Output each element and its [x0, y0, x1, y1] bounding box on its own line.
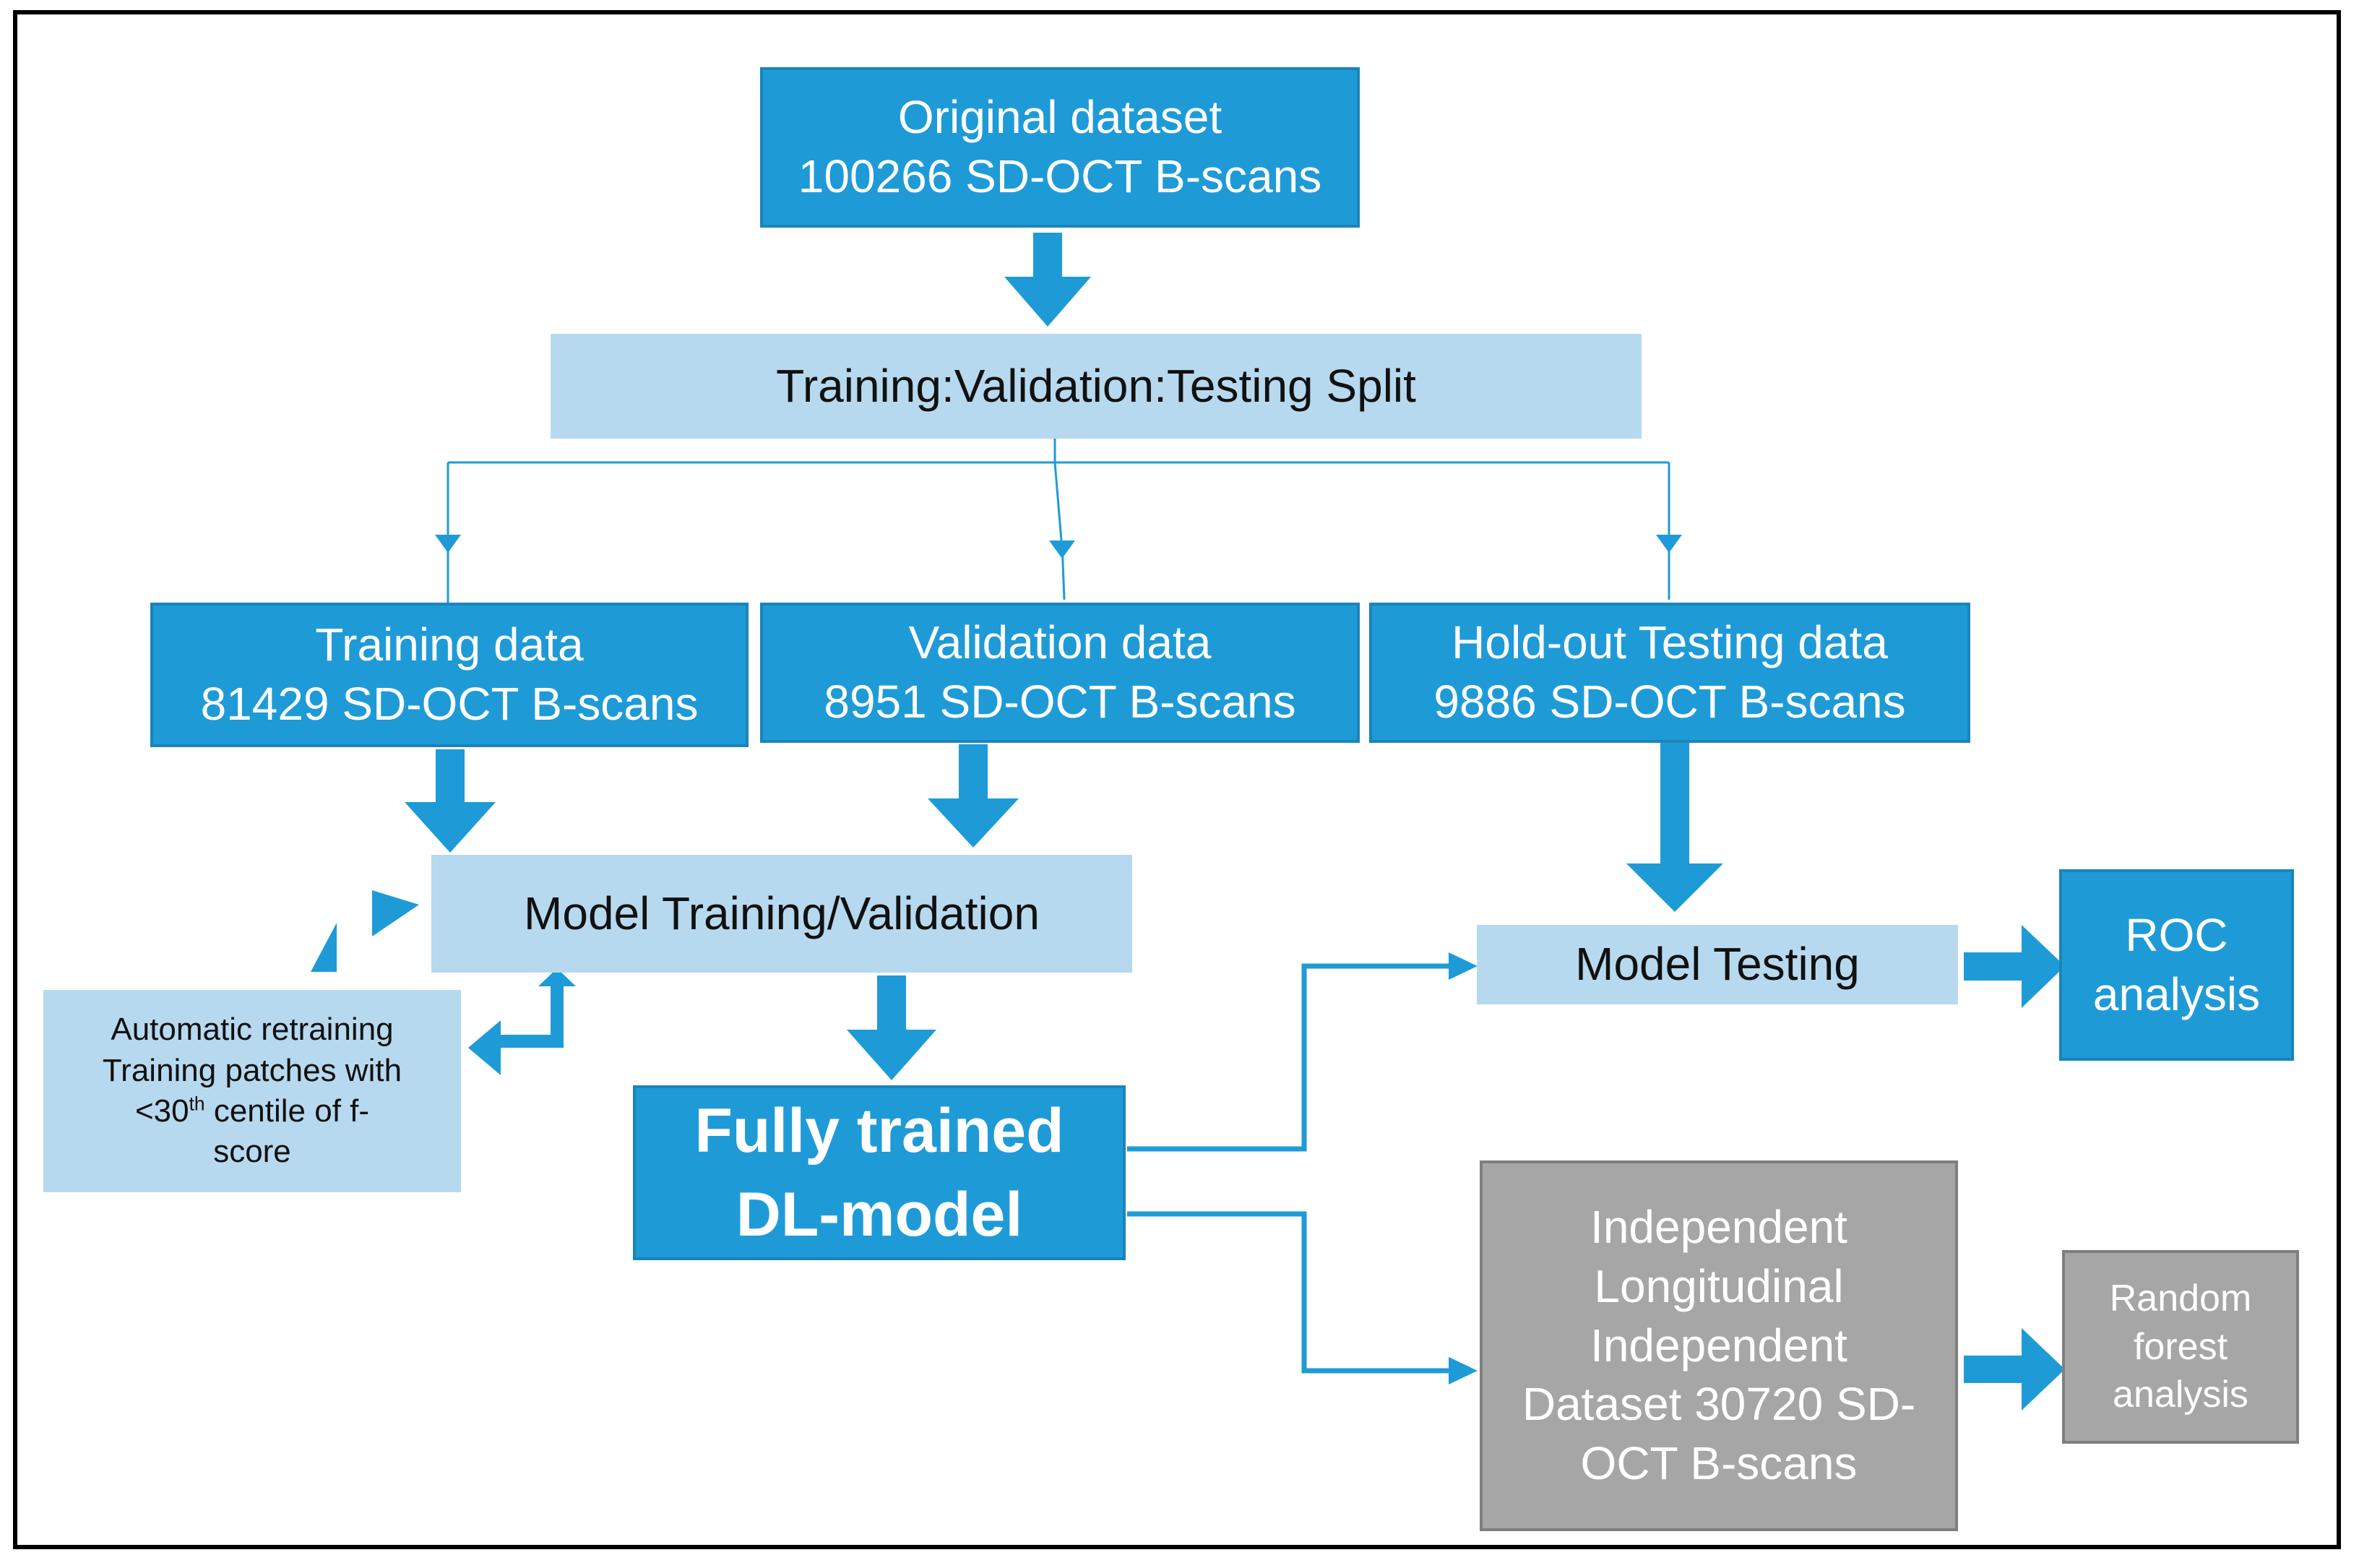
- training-data-title: Training data: [315, 619, 584, 671]
- fully-trained-box: Fully trained DL-model: [633, 1085, 1126, 1260]
- random-forest-line1: Random: [2109, 1278, 2252, 1320]
- independent-line3: Independent: [1590, 1319, 1847, 1371]
- model-training-label: Model Training/Validation: [524, 887, 1040, 939]
- retraining-line1: Automatic retraining: [111, 1012, 394, 1048]
- arrow-training-to-model: [405, 749, 496, 853]
- arrow-testing-to-roc: [1964, 925, 2065, 1008]
- training-data-box: Training data 81429 SD-OCT B-scans: [150, 603, 749, 747]
- roc-line1: ROC: [2125, 908, 2228, 961]
- arrow-holdout-to-testing: [1626, 743, 1723, 912]
- retraining-line3-post: centile of f-: [204, 1093, 370, 1129]
- arrow-original-to-split: [1004, 233, 1091, 327]
- arrow-validation-to-model: [928, 744, 1019, 848]
- split-label: Training:Validation:Testing Split: [776, 359, 1416, 412]
- original-dataset-title: Original dataset: [897, 91, 1222, 144]
- validation-data-count: 8951 SD-OCT B-scans: [824, 676, 1296, 728]
- independent-line2: Longitudinal: [1594, 1259, 1844, 1312]
- arrow-independent-to-random-forest: [1964, 1328, 2065, 1410]
- independent-line5: OCT B-scans: [1580, 1437, 1858, 1490]
- fully-trained-line1: Fully trained: [694, 1095, 1064, 1166]
- model-training-box: Model Training/Validation: [431, 855, 1132, 973]
- roc-box: ROC analysis: [2059, 869, 2294, 1061]
- retraining-line4: score: [213, 1134, 291, 1170]
- independent-dataset-box: Independent Longitudinal Independent Dat…: [1480, 1160, 1958, 1531]
- retraining-line3-pre: <30: [134, 1093, 189, 1129]
- training-data-count: 81429 SD-OCT B-scans: [200, 678, 699, 730]
- retraining-box: Automatic retraining Training patches wi…: [43, 990, 461, 1192]
- holdout-data-title: Hold-out Testing data: [1452, 616, 1888, 669]
- random-forest-box: Random forest analysis: [2062, 1250, 2299, 1444]
- roc-line2: analysis: [2092, 968, 2261, 1020]
- validation-data-title: Validation data: [908, 616, 1212, 669]
- original-dataset-count: 100266 SD-OCT B-scans: [798, 150, 1322, 202]
- original-dataset-box: Original dataset 100266 SD-OCT B-scans: [760, 67, 1360, 228]
- holdout-data-box: Hold-out Testing data 9886 SD-OCT B-scan…: [1369, 603, 1970, 743]
- retraining-line2: Training patches with: [102, 1052, 402, 1088]
- retraining-line3: <30th centile of f-: [103, 1091, 402, 1132]
- independent-line4: Dataset 30720 SD-: [1522, 1378, 1916, 1431]
- holdout-data-count: 9886 SD-OCT B-scans: [1433, 676, 1906, 728]
- validation-data-box: Validation data 8951 SD-OCT B-scans: [760, 603, 1360, 743]
- diagram-frame: [13, 10, 2341, 1549]
- model-testing-box: Model Testing: [1477, 925, 1958, 1004]
- retraining-line3-sup: th: [189, 1093, 205, 1115]
- independent-line1: Independent: [1590, 1200, 1847, 1253]
- split-box: Training:Validation:Testing Split: [551, 334, 1642, 439]
- arrow-model-to-retraining: [468, 968, 576, 1075]
- fully-trained-line2: DL-model: [736, 1180, 1023, 1249]
- random-forest-line3: analysis: [2113, 1374, 2248, 1416]
- arrow-retraining-to-model: [311, 890, 419, 972]
- model-testing-label: Model Testing: [1575, 938, 1860, 991]
- arrow-model-to-fully-trained: [847, 975, 936, 1080]
- random-forest-line2: forest: [2133, 1325, 2228, 1368]
